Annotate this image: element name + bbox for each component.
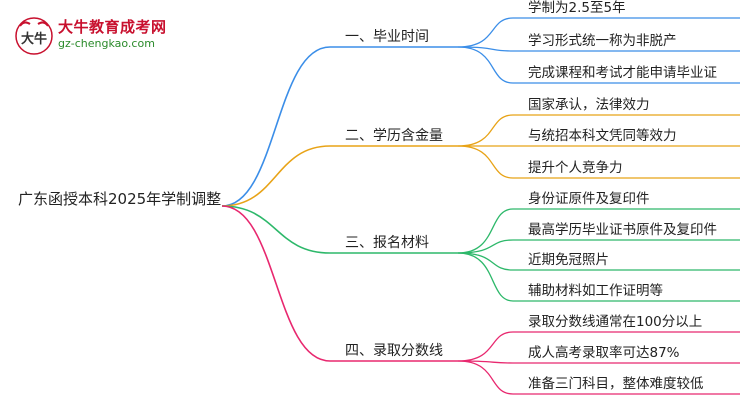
- child-label-4-3: 准备三门科目，整体难度较低: [528, 375, 704, 392]
- logo-url: gz-chengkao.com: [58, 37, 155, 50]
- child-label-3-4: 辅助材料如工作证明等: [528, 282, 663, 299]
- node-labels: 广东函授本科2025年学制调整 一、毕业时间 学制为2.5至5年学习形式统一称为非脱…: [18, 0, 717, 392]
- child-label-2-1: 国家承认，法律效力: [528, 96, 650, 113]
- child-label-1-2: 学习形式统一称为非脱产: [528, 33, 677, 49]
- child-label-1-3: 完成课程和考试才能申请毕业证: [528, 65, 717, 81]
- child-label-2-3: 提升个人竞争力: [528, 159, 623, 176]
- child-connector-2-3: [457, 145, 514, 179]
- child-connector-3-1: [457, 208, 514, 254]
- child-connector-1-3: [457, 46, 514, 84]
- child-label-4-1: 录取分数线通常在100分以上: [528, 314, 702, 330]
- connectors: [221, 17, 740, 395]
- child-label-3-1: 身份证原件及复印件: [528, 190, 650, 207]
- child-connector-1-1: [457, 17, 514, 48]
- branch-connector-4: [221, 205, 331, 362]
- child-connector-3-2: [457, 239, 514, 254]
- child-connector-3-3: [457, 252, 514, 271]
- root-node-label: 广东函授本科2025年学制调整: [18, 190, 221, 208]
- child-label-4-2: 成人高考录取率可达87%: [528, 344, 680, 361]
- child-connector-4-1: [457, 331, 514, 362]
- site-logo[interactable]: 大牛 大牛教育成考网 gz-chengkao.com: [14, 14, 167, 58]
- child-connector-2-1: [457, 114, 514, 147]
- branch-label-3: 三、报名材料: [345, 235, 429, 251]
- child-label-1-1: 学制为2.5至5年: [528, 0, 626, 16]
- branch-label-4: 四、录取分数线: [345, 343, 443, 359]
- child-connector-1-2: [457, 46, 514, 52]
- child-connector-3-4: [457, 252, 514, 302]
- branch-connector-3: [221, 205, 331, 254]
- child-connector-4-3: [457, 360, 514, 395]
- child-label-3-2: 最高学历毕业证书原件及复印件: [528, 221, 717, 238]
- branch-connector-2: [221, 145, 331, 207]
- branch-label-2: 二、学历含金量: [345, 128, 443, 144]
- branch-label-1: 一、毕业时间: [345, 29, 429, 45]
- logo-title: 大牛教育成考网: [58, 18, 167, 36]
- child-label-3-3: 近期免冠照片: [528, 252, 609, 268]
- child-connector-4-2: [457, 360, 514, 364]
- child-label-2-2: 与统招本科文凭同等效力: [528, 127, 677, 144]
- bull-logo-icon: 大牛: [15, 17, 53, 55]
- branch-connector-1: [221, 46, 331, 207]
- logo-mark-text: 大牛: [21, 31, 47, 47]
